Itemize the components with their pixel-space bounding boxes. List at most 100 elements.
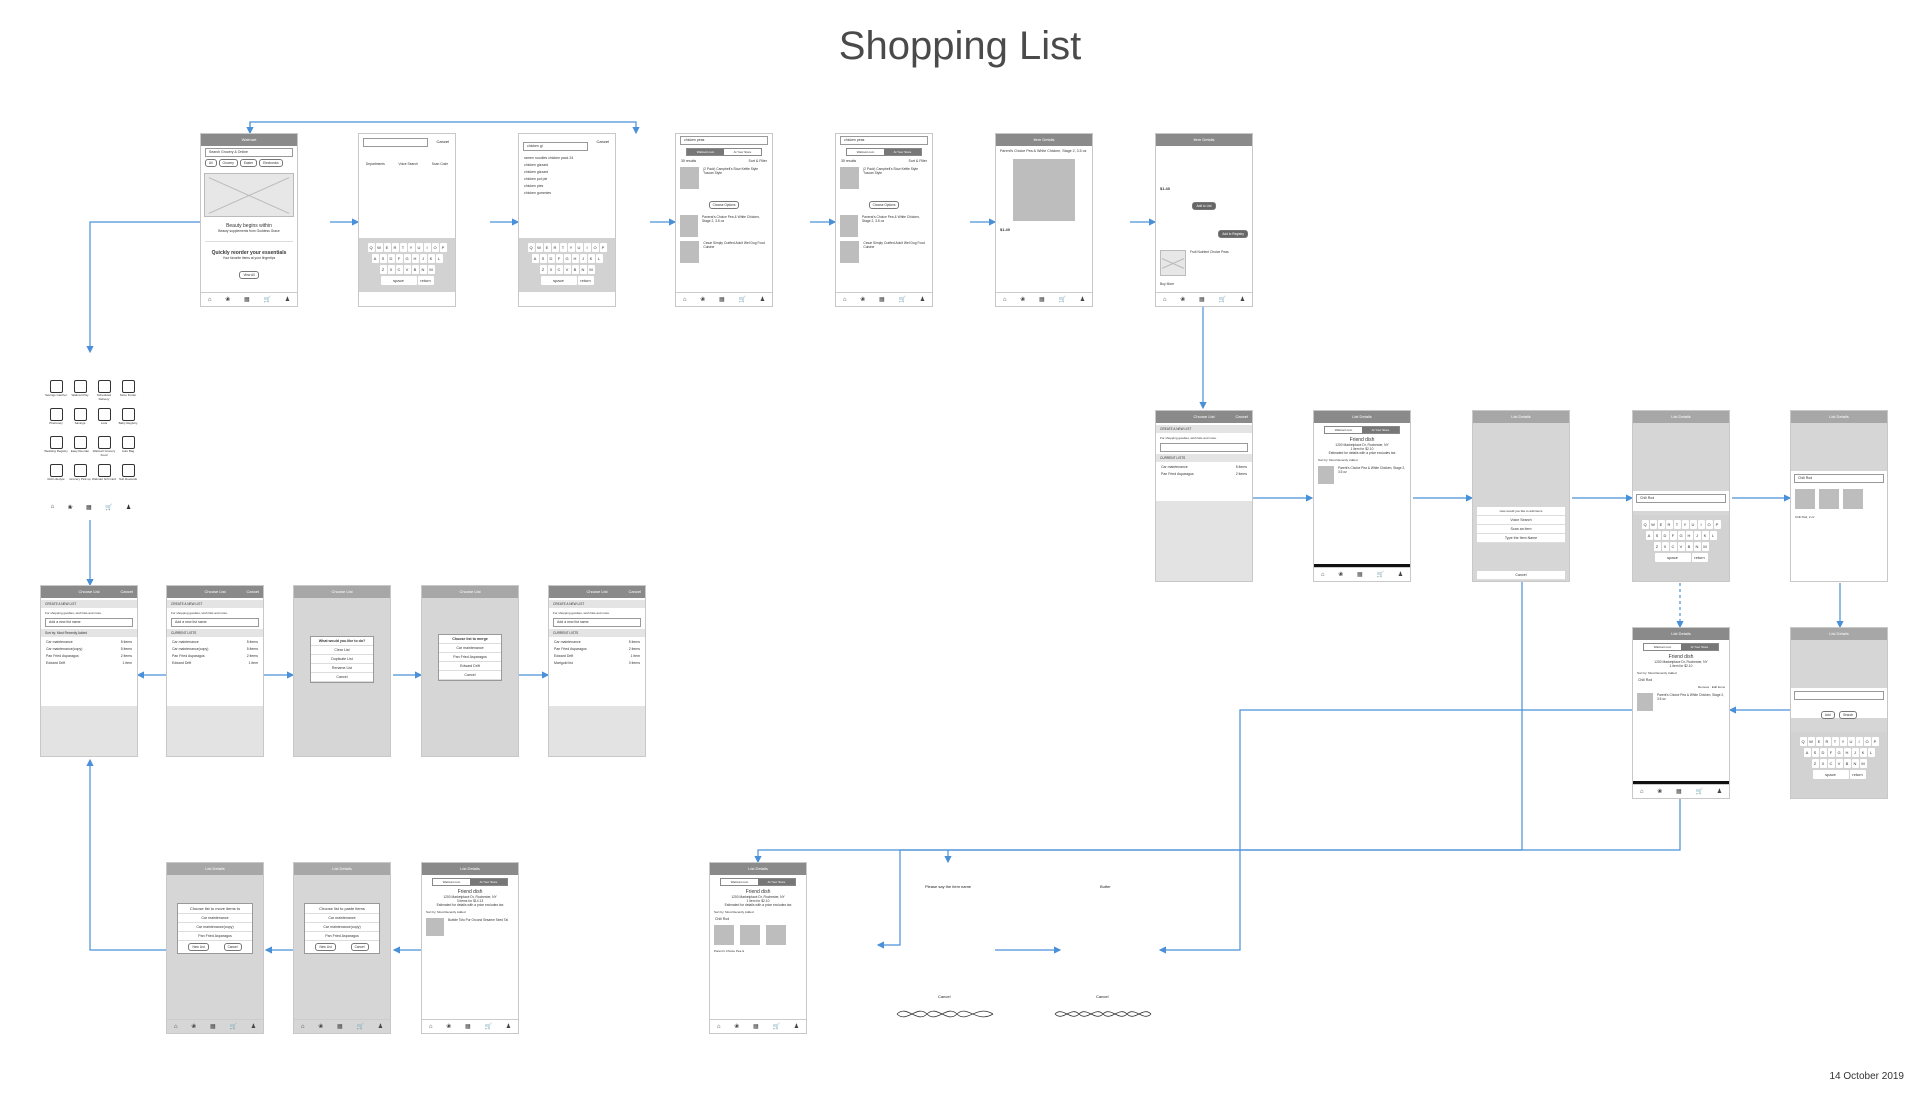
item-details-header: Item Details	[996, 134, 1092, 146]
merge-option[interactable]: Pan Fried Asparagus	[439, 653, 501, 662]
savings-icon[interactable]: ❀	[67, 505, 73, 511]
add-to-list-button[interactable]: Add to List	[1192, 202, 1216, 210]
savings-icon[interactable]: ❀	[225, 297, 231, 303]
chip-easter[interactable]: Easter	[239, 159, 258, 167]
sheet-cancel-button[interactable]: Cancel	[1477, 571, 1565, 580]
choose-list-cancel[interactable]: Cancel	[1235, 414, 1248, 419]
list-item[interactable]: Car maintenance(copy)5 items	[46, 647, 132, 651]
item-name-input[interactable]: Chili Rod	[1636, 494, 1726, 503]
new-list-input[interactable]	[1160, 443, 1248, 452]
voice-search-option[interactable]: Voice Search	[1477, 516, 1565, 525]
space-key[interactable]: space	[380, 276, 417, 285]
move-option[interactable]: Car maintenance(copy)	[178, 923, 252, 932]
search-cancel-link[interactable]: Cancel	[436, 139, 449, 144]
rename-list-option[interactable]: Rename List	[311, 664, 373, 673]
home-icon[interactable]: ⌂	[50, 504, 55, 510]
merge-option[interactable]: Edward Drift	[439, 662, 501, 671]
cancel-option[interactable]: Cancel	[439, 671, 501, 680]
new-list-button[interactable]: New List	[188, 943, 209, 951]
suggestion-item[interactable]: chicken pies	[524, 184, 544, 188]
search-input[interactable]	[363, 138, 428, 147]
move-option[interactable]: Pan Fried Asparagus	[178, 932, 252, 941]
autocomplete-cancel[interactable]: Cancel	[596, 139, 609, 144]
tab-bar: ⌂❀▦🛒♟	[1633, 784, 1729, 798]
list-item[interactable]: Car maintenance(copy)5 items	[172, 647, 258, 651]
move-option[interactable]: Car maintenance	[178, 914, 252, 923]
tab-bar: ⌂❀▦🛒♟	[1314, 567, 1410, 581]
merge-option[interactable]: Car maintenance	[439, 644, 501, 653]
scan-code-button[interactable]: Scan Code	[431, 162, 449, 166]
product-title[interactable]: (2 Pack) Campbell's Slow Kettle Style Tu…	[703, 167, 759, 175]
account-icon[interactable]: ♟	[125, 505, 132, 511]
cancel-link[interactable]: Cancel	[120, 589, 133, 594]
cancel-option[interactable]: Cancel	[311, 673, 373, 682]
voice-cancel-link-a[interactable]: Cancel	[938, 994, 951, 999]
results-search[interactable]: chicken peas	[680, 136, 768, 145]
chip-electronics[interactable]: Electronics	[259, 159, 283, 167]
results-search[interactable]: chicken peas	[840, 136, 928, 145]
wire-long-1	[876, 582, 1523, 949]
duplicate-list-option[interactable]: Duplicate List	[311, 655, 373, 664]
clear-list-option[interactable]: Clear List	[311, 646, 373, 655]
account-icon[interactable]: ♟	[284, 297, 291, 303]
view-all-button[interactable]: View All	[239, 271, 259, 279]
choose-options-button[interactable]: Choose Options	[708, 201, 740, 209]
new-list-input[interactable]: Add a new list name	[171, 618, 259, 627]
scan-item-option[interactable]: Scan an item	[1477, 525, 1565, 534]
suggestion-item[interactable]: chicken gummies	[524, 191, 552, 195]
suggestion-item[interactable]: ramen noodles chicken pack 24	[524, 156, 574, 160]
paste-option[interactable]: Car maintenance(copy)	[305, 923, 379, 932]
chip-all[interactable]: All	[205, 159, 217, 167]
item-name-input[interactable]	[1794, 691, 1884, 700]
home-icon[interactable]: ⌂	[207, 296, 212, 303]
paste-option[interactable]: Car maintenance	[305, 914, 379, 923]
suggestion-item[interactable]: chicken gizzard	[524, 170, 549, 174]
new-list-input[interactable]: Add a new list name	[553, 618, 641, 627]
product-title[interactable]: Cesar Simply Crafted Adult Wet Dog Food …	[703, 241, 766, 249]
suggestion-item[interactable]: chicken pot pie	[524, 177, 548, 181]
sort-filter-button[interactable]: Sort & Filter	[748, 159, 767, 163]
new-list-button[interactable]: New List	[315, 943, 336, 951]
paste-cancel-button[interactable]: Cancel	[350, 943, 369, 951]
autocomplete-input[interactable]: chicken gl	[523, 142, 588, 151]
chip-grocery[interactable]: Grocery	[218, 159, 238, 167]
type-item-option[interactable]: Type the Item Name	[1477, 534, 1565, 543]
tab-bar: ⌂❀▦🛒♟	[422, 1019, 518, 1033]
paste-option[interactable]: Pan Fried Asparagus	[305, 932, 379, 941]
related-item[interactable]: Fruit Nutrient Choice Peas	[1190, 250, 1229, 254]
return-key[interactable]: return	[417, 276, 434, 285]
suggestion-item[interactable]: chicken gizzard	[524, 163, 549, 167]
add-to-registry-button[interactable]: Add to Registry	[1218, 230, 1248, 238]
new-list-input[interactable]: Add a new list name	[45, 618, 133, 627]
cart-icon[interactable]: 🛒	[263, 297, 271, 303]
home-search-input[interactable]: Search Grocery & Online	[205, 148, 293, 157]
phone-home: Walmart Search Grocery & Online All Groc…	[200, 133, 298, 307]
nav-tab-bar: ⌂ ❀ ▦ 🛒 ♟	[44, 504, 138, 511]
departments-button[interactable]: Departments	[365, 162, 385, 166]
cart-icon[interactable]: 🛒	[105, 505, 113, 511]
services-icon[interactable]: ▦	[86, 505, 92, 511]
tab-bar: ⌂ ❀ ▦ 🛒 ♟	[201, 292, 297, 306]
product-title[interactable]: Panerai's Choice Pea & White Chicken, St…	[701, 215, 760, 223]
list-name[interactable]: Friend dish	[1349, 437, 1375, 443]
services-icon[interactable]: ▦	[244, 297, 250, 303]
voice-search-button[interactable]: Voice Search	[398, 162, 418, 166]
voice-cancel-link-b[interactable]: Cancel	[1096, 994, 1109, 999]
move-cancel-button[interactable]: Cancel	[223, 943, 242, 951]
